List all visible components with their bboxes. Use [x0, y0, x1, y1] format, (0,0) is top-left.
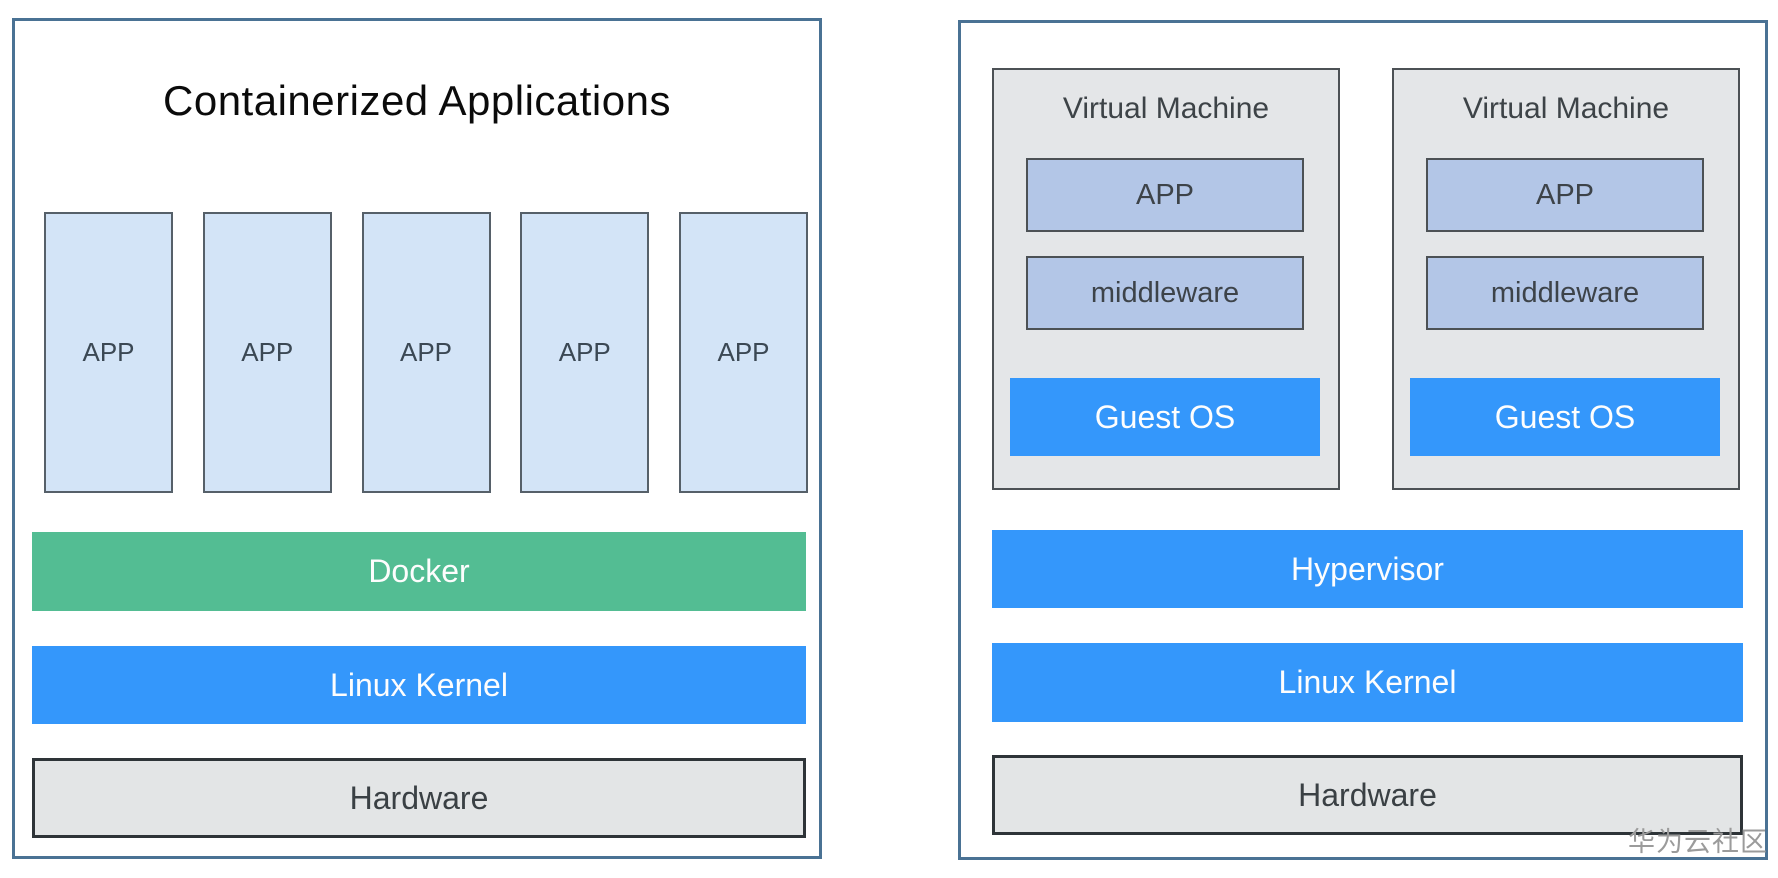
vm-box-1: Virtual Machine APP middleware Guest OS: [992, 68, 1340, 490]
guest-os-layer: Guest OS: [1410, 378, 1720, 456]
containers-panel-title: Containerized Applications: [163, 77, 671, 124]
hardware-layer: Hardware: [32, 758, 806, 838]
vm-app-label: APP: [1535, 178, 1595, 211]
container-apps-row: APP APP APP APP APP: [44, 212, 808, 493]
vm-app-label: APP: [1135, 178, 1195, 211]
container-app-label: APP: [82, 337, 135, 367]
linux-kernel-layer: Linux Kernel: [32, 646, 806, 724]
linux-kernel-layer-label: Linux Kernel: [1278, 664, 1457, 700]
container-app-box-1: APP: [44, 212, 173, 493]
vms-panel: Virtual Machine APP middleware Guest OS …: [958, 20, 1768, 860]
hypervisor-layer-label: Hypervisor: [1291, 550, 1444, 587]
container-app-label: APP: [717, 337, 770, 367]
vm-middleware-box: middleware: [1026, 256, 1304, 330]
container-app-label: APP: [241, 337, 294, 367]
linux-kernel-layer-label: Linux Kernel: [330, 666, 508, 703]
containers-panel: Containerized Applications APP APP APP A…: [12, 18, 822, 859]
vm-middleware-label: middleware: [1490, 276, 1640, 309]
docker-layer-label: Docker: [368, 553, 470, 589]
vm-middleware-box: middleware: [1426, 256, 1704, 330]
container-app-box-4: APP: [520, 212, 650, 493]
guest-os-label: Guest OS: [1494, 398, 1636, 435]
vm-title: Virtual Machine: [1462, 92, 1670, 125]
container-app-box-3: APP: [361, 212, 491, 493]
guest-os-label: Guest OS: [1094, 398, 1236, 435]
vm-title: Virtual Machine: [1062, 92, 1270, 125]
guest-os-layer: Guest OS: [1010, 378, 1320, 456]
container-app-label: APP: [399, 337, 453, 367]
container-app-box-5: APP: [679, 212, 808, 493]
hardware-layer-label: Hardware: [1298, 776, 1437, 813]
vm-app-box: APP: [1426, 158, 1704, 232]
hypervisor-layer: Hypervisor: [992, 530, 1743, 608]
container-app-label: APP: [558, 337, 611, 367]
docker-layer: Docker: [32, 532, 806, 611]
container-app-box-2: APP: [202, 212, 332, 493]
linux-kernel-layer: Linux Kernel: [992, 643, 1743, 722]
hardware-layer: Hardware: [992, 755, 1743, 835]
vm-app-box: APP: [1026, 158, 1304, 232]
vm-box-2: Virtual Machine APP middleware Guest OS: [1392, 68, 1740, 490]
vm-middleware-label: middleware: [1090, 276, 1240, 309]
watermark-text: 华为云社区: [1628, 827, 1768, 857]
hardware-layer-label: Hardware: [349, 779, 489, 816]
